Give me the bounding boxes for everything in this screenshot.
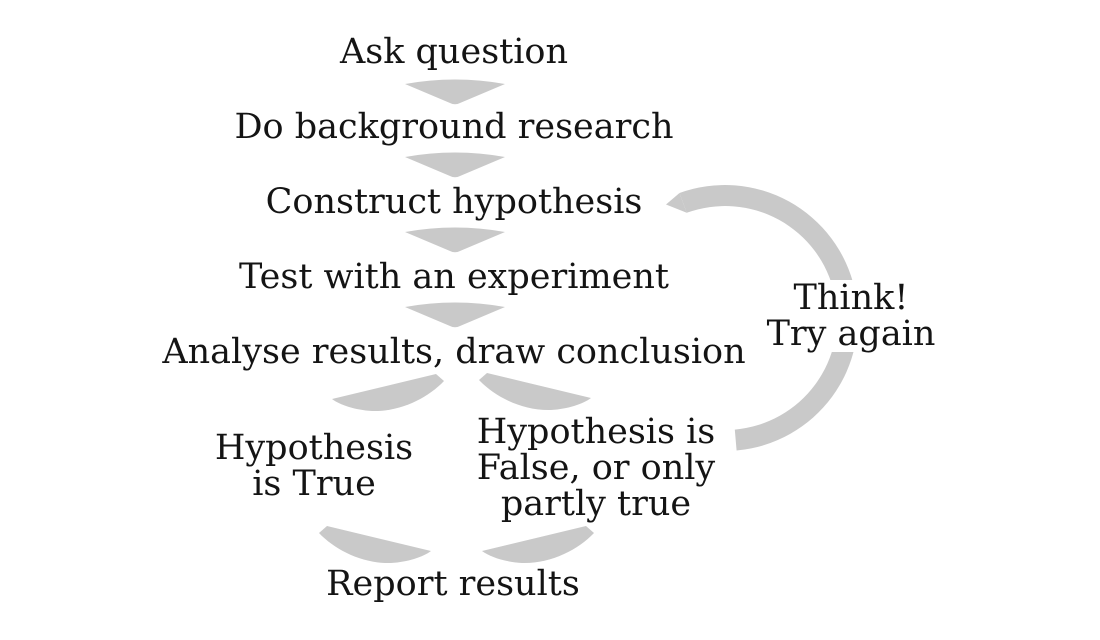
step-do-background-research: Do background research — [234, 107, 674, 147]
outcome-true-line: Hypothesis — [214, 428, 414, 468]
outcome-false-line: Hypothesis is — [476, 412, 716, 452]
down-arrow-icon — [405, 79, 505, 105]
loop-arc-arrow-icon — [666, 185, 858, 451]
merge-right-arrow-icon — [482, 526, 594, 564]
outcome-hypothesis-false: Hypothesis is False, or only partly true — [477, 414, 716, 522]
branch-right-arrow-icon — [479, 373, 591, 411]
outcome-true-line: is True — [252, 464, 376, 504]
loop-note-line: Think! — [793, 278, 909, 318]
loop-note-think-try-again: Think! Try again — [758, 278, 944, 354]
down-arrow-icon — [405, 302, 505, 328]
step-analyse-results: Analyse results, draw conclusion — [162, 332, 746, 372]
down-arrow-icon — [405, 152, 505, 178]
outcome-false-line: partly true — [500, 484, 692, 524]
step-ask-question: Ask question — [339, 32, 569, 72]
merge-left-arrow-icon — [319, 526, 431, 564]
loop-note-line: Try again — [766, 314, 936, 354]
down-arrow-icon — [405, 227, 505, 253]
step-report-results: Report results — [326, 564, 580, 604]
step-test-with-experiment: Test with an experiment — [239, 257, 669, 297]
step-construct-hypothesis: Construct hypothesis — [265, 182, 643, 222]
outcome-hypothesis-true: Hypothesis is True — [215, 430, 413, 502]
outcome-false-line: False, or only — [476, 448, 716, 488]
branch-left-arrow-icon — [332, 374, 444, 412]
